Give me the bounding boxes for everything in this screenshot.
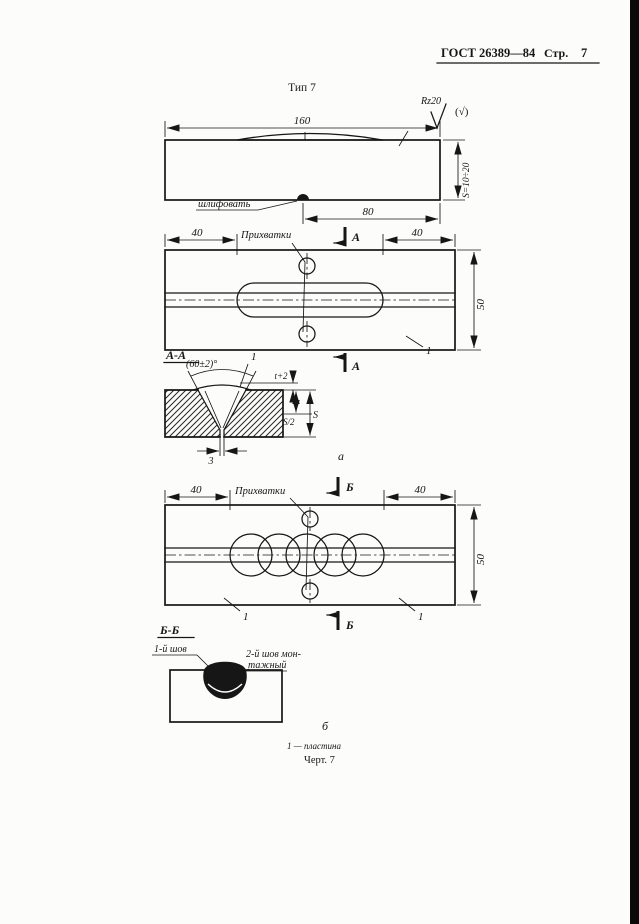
seam2-label-line1: 2-й шов мон-	[246, 649, 301, 660]
tacks-label: Прихватки	[240, 230, 291, 241]
roughness-all-label: (√)	[455, 106, 469, 118]
weld-zone-outline	[236, 282, 384, 318]
ground-spot	[297, 194, 309, 200]
part1-label-section: 1	[251, 351, 257, 363]
dim40L-extension-lines	[164, 234, 238, 255]
grind-label: шлифовать	[198, 199, 251, 210]
angle-value: (60±2)°	[186, 359, 217, 370]
s-value: S	[313, 410, 318, 421]
sub-figure-a: а	[338, 449, 344, 463]
weld-bead	[229, 533, 273, 577]
dim50-2-value: 50	[475, 554, 487, 566]
page-footer: 1 — пластина Черт. 7	[287, 741, 341, 766]
weld-metal-blob	[203, 661, 247, 699]
grind-leader	[196, 200, 298, 211]
type-title: Тип 7	[288, 82, 316, 94]
weld-reinforcement	[236, 132, 384, 141]
seam-boundary-line	[207, 683, 243, 693]
figure-plan-view-2: Прихватки 40 40 Б Б 50 1 1	[164, 477, 487, 632]
section-outline	[164, 389, 284, 438]
dim40L-value: 40	[192, 227, 204, 239]
page-header: ГОСТ 26389—84 Стр. 7	[436, 46, 600, 64]
weld-bead	[341, 533, 385, 577]
dim80-extension-lines	[302, 203, 441, 224]
part1-label: 1	[426, 345, 432, 357]
dim80-value: 80	[363, 206, 375, 218]
part1-right-label: 1	[418, 611, 424, 623]
weld-bead	[257, 533, 301, 577]
part1-right-leader	[398, 597, 416, 612]
part1-left-leader	[223, 597, 241, 612]
tacks-leader-2	[289, 497, 309, 591]
dim40R-value: 40	[412, 227, 424, 239]
dim40L2-extension-lines	[164, 490, 231, 510]
seam2-label-line2: тажный	[248, 660, 286, 671]
weld-bead	[313, 533, 357, 577]
section-B-letter-top: Б	[345, 480, 354, 494]
groove-edges	[197, 389, 247, 438]
seam1-label: 1-й шов	[154, 644, 187, 655]
dim40R-extension-lines	[382, 234, 456, 255]
figure-section-AA: А-А (60±2)° 1 t+2 S/2 S 3 а	[163, 348, 344, 467]
weld-bead	[285, 533, 329, 577]
dim40R2-extension-lines	[383, 490, 456, 510]
gap-extension-lines	[219, 438, 225, 456]
section-BB-title: Б-Б	[159, 623, 180, 637]
gost-number: ГОСТ 26389—84	[441, 46, 536, 60]
scan-edge-strip	[630, 0, 639, 924]
dim40L2-value: 40	[191, 484, 203, 496]
tacks-leader	[291, 242, 306, 333]
figure-section-BB: Б-Б 1-й шов 2-й шов мон- тажный б	[152, 623, 329, 733]
plate-outline	[164, 139, 441, 201]
part1-leader	[405, 335, 424, 348]
dimS-extension-lines	[443, 139, 465, 201]
part1-left-label: 1	[243, 611, 249, 623]
part1-leader-section	[239, 363, 249, 388]
angle-extension-lines	[187, 370, 257, 391]
sub-figure-b: б	[322, 719, 329, 733]
legend-text: 1 — пластина	[287, 741, 341, 751]
fusion-lines	[204, 390, 240, 429]
dim50-value: 50	[475, 299, 487, 311]
dim160-value: 160	[294, 115, 311, 127]
t2-extension-lines	[240, 382, 316, 391]
section-B-letter-bottom: Б	[345, 618, 354, 632]
roughness-label: Rz20	[420, 96, 441, 107]
section-A-letter-bottom: А	[351, 359, 360, 373]
dim40R2-value: 40	[415, 484, 427, 496]
weld-beads	[229, 533, 385, 577]
gap-value: 3	[208, 456, 214, 467]
dim50-2-extension-lines	[457, 504, 481, 606]
t2-value: t+2	[274, 371, 288, 381]
reinforcement-arc	[192, 384, 252, 391]
angle-arc	[190, 369, 254, 377]
joint-edge-lines	[164, 292, 456, 308]
roughness-leader	[398, 130, 409, 147]
dim50-extension-lines	[457, 249, 481, 351]
dimS-value: S=10÷20	[462, 162, 472, 198]
page-number: 7	[581, 46, 587, 60]
tacks-label-2: Прихватки	[234, 486, 285, 497]
s2-value: S/2	[283, 417, 295, 427]
figure-plan-view-1: Прихватки 40 40 А А 50 1	[164, 227, 487, 373]
figure-front-view: Rz20 (√) 160 шлифовать 80 S=10÷20	[164, 96, 472, 224]
dim160-extension-lines	[164, 121, 441, 137]
roughness-check-icon	[430, 103, 447, 130]
joint-edge-lines-2	[164, 547, 456, 563]
section-A-letter-top: А	[351, 230, 360, 244]
page-word: Стр.	[544, 46, 568, 60]
section-AA-title: А-А	[165, 348, 186, 362]
figure-caption: Черт. 7	[304, 755, 335, 766]
